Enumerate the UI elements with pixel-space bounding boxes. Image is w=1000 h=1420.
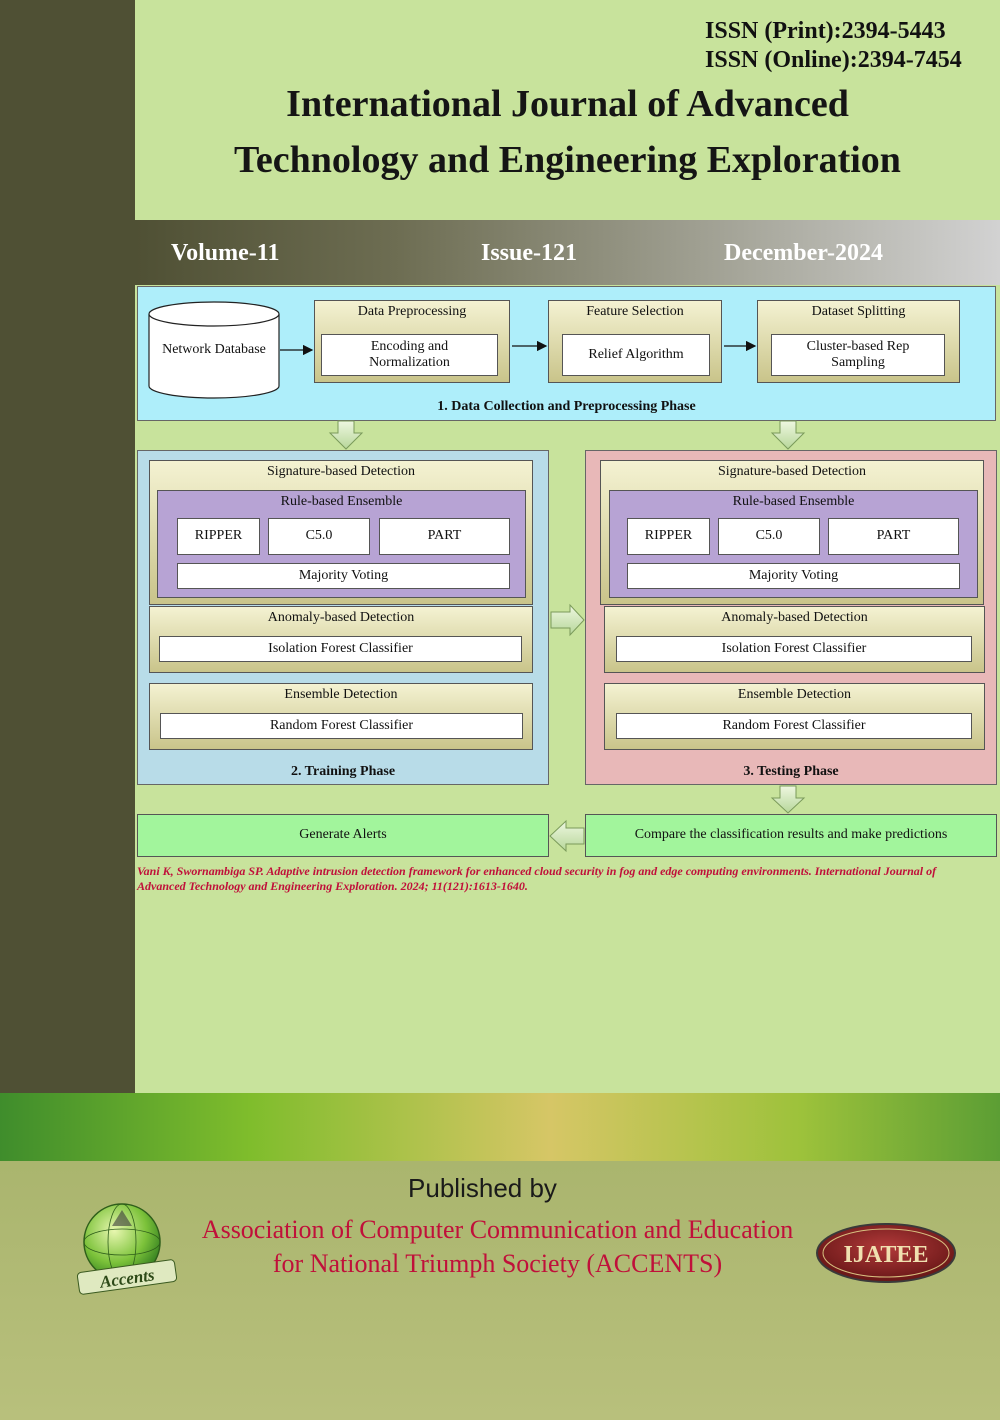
training-title: 2. Training Phase bbox=[290, 764, 396, 779]
training-rule-ensemble-label: Rule-based Ensemble bbox=[280, 494, 403, 509]
issue-bar bbox=[135, 220, 1000, 285]
testing-isolation-box: Isolation Forest Classifier bbox=[616, 636, 972, 662]
training-c50-box: C5.0 bbox=[268, 518, 370, 555]
journal-title-line1: International Journal of Advanced bbox=[286, 83, 849, 125]
dataset-splitting-label: Dataset Splitting bbox=[811, 304, 906, 319]
training-majority-box: Majority Voting bbox=[177, 563, 510, 589]
testing-majority-box: Majority Voting bbox=[627, 563, 960, 589]
decorative-band bbox=[0, 1093, 1000, 1161]
testing-ripper-box: RIPPER bbox=[627, 518, 710, 555]
generate-alerts-box: Generate Alerts bbox=[137, 814, 549, 857]
issn-online: ISSN (Online):2394-7454 bbox=[705, 47, 962, 73]
issue-label: Issue-121 bbox=[481, 240, 578, 266]
testing-random-forest-box: Random Forest Classifier bbox=[616, 713, 972, 739]
block-arrow-down-compare bbox=[770, 785, 806, 814]
encoding-box: Encoding and Normalization bbox=[321, 334, 498, 376]
training-random-forest-box: Random Forest Classifier bbox=[160, 713, 523, 739]
database-icon bbox=[148, 301, 280, 399]
journal-title-line2: Technology and Engineering Exploration bbox=[234, 139, 901, 181]
ijatee-logo-text: IJATEE bbox=[844, 1242, 929, 1268]
accents-logo: Accents bbox=[76, 1203, 178, 1295]
testing-rule-ensemble-label: Rule-based Ensemble bbox=[732, 494, 855, 509]
issn-print: ISSN (Print):2394-5443 bbox=[705, 18, 946, 44]
training-isolation-box: Isolation Forest Classifier bbox=[159, 636, 522, 662]
citation: Vani K, Swornambiga SP. Adaptive intrusi… bbox=[137, 864, 937, 893]
diagram-connectors bbox=[280, 340, 806, 853]
block-arrow-left bbox=[549, 819, 585, 853]
training-anomaly-label: Anomaly-based Detection bbox=[267, 610, 415, 625]
publisher-name-line1: Association of Computer Communication an… bbox=[201, 1215, 794, 1244]
testing-ensemble-label: Ensemble Detection bbox=[737, 687, 852, 702]
date-label: December-2024 bbox=[724, 240, 884, 266]
block-arrow-right bbox=[550, 603, 585, 637]
ijatee-logo: IJATEE bbox=[816, 1223, 956, 1283]
training-signature-label: Signature-based Detection bbox=[266, 464, 416, 479]
block-arrow-down-testing bbox=[770, 420, 806, 450]
data-preprocessing-label: Data Preprocessing bbox=[357, 304, 467, 319]
publisher-name-line2: for National Triumph Society (ACCENTS) bbox=[272, 1249, 723, 1278]
testing-title: 3. Testing Phase bbox=[743, 764, 839, 779]
training-ripper-box: RIPPER bbox=[177, 518, 260, 555]
testing-anomaly-label: Anomaly-based Detection bbox=[721, 610, 868, 625]
feature-selection-label: Feature Selection bbox=[586, 304, 684, 319]
block-arrow-down-training bbox=[328, 420, 364, 450]
published-by: Published by bbox=[408, 1173, 557, 1203]
cluster-box: Cluster-based Rep Sampling bbox=[771, 334, 945, 376]
testing-signature-label: Signature-based Detection bbox=[717, 464, 867, 479]
relief-box: Relief Algorithm bbox=[562, 334, 710, 376]
testing-part-box: PART bbox=[828, 518, 959, 555]
volume-label: Volume-11 bbox=[171, 240, 280, 266]
publisher-area bbox=[0, 1161, 1000, 1420]
training-ensemble-label: Ensemble Detection bbox=[284, 687, 398, 702]
phase1-title: 1. Data Collection and Preprocessing Pha… bbox=[437, 399, 696, 414]
compare-results-box: Compare the classification results and m… bbox=[585, 814, 997, 857]
network-database-label: Network Database bbox=[162, 342, 266, 357]
training-part-box: PART bbox=[379, 518, 510, 555]
testing-c50-box: C5.0 bbox=[718, 518, 820, 555]
sidebar-strip bbox=[0, 0, 135, 1093]
